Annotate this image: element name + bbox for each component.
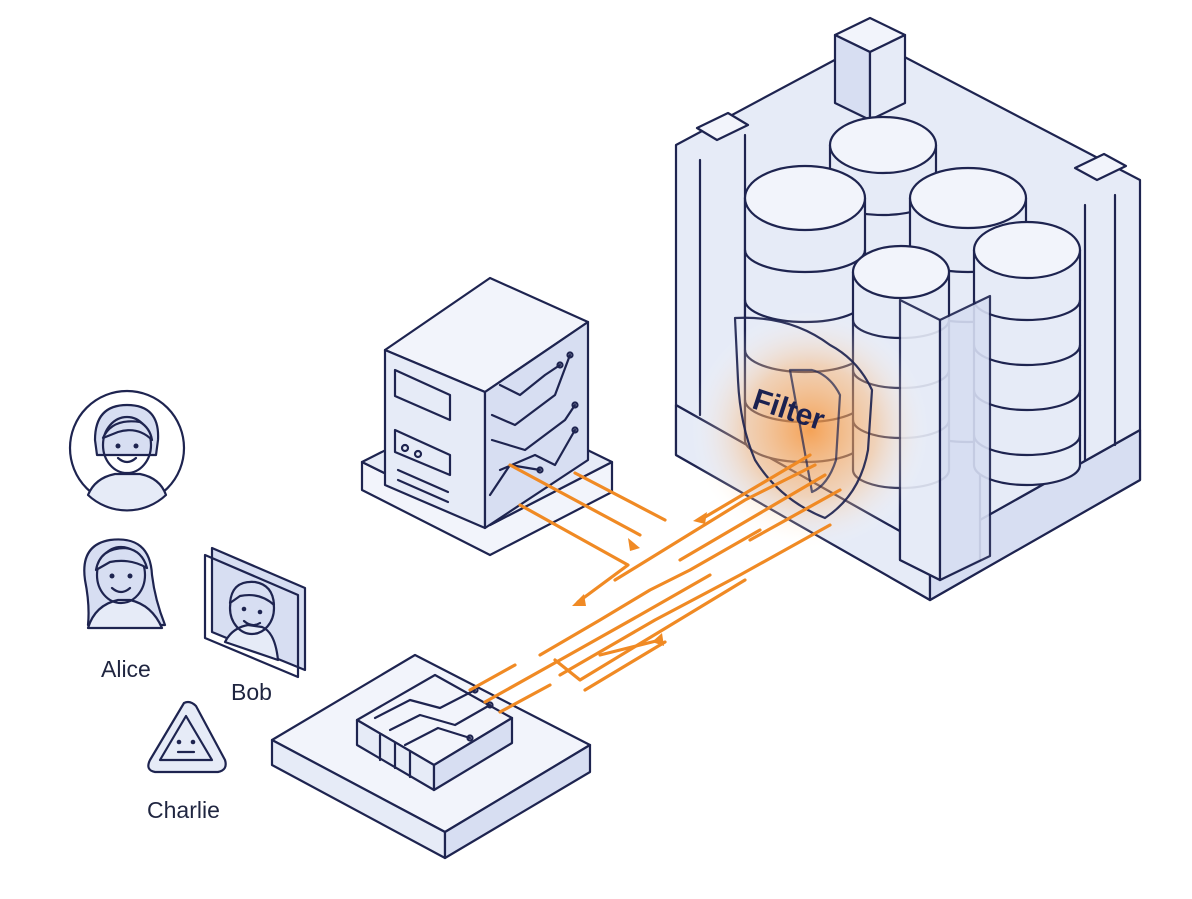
shield-filter-icon: Filter [690, 310, 930, 550]
server-tower-icon [360, 276, 614, 557]
bob-label: Bob [231, 679, 272, 705]
user-avatar-long-hair-icon [83, 538, 167, 630]
user-avatar-card-icon [203, 546, 307, 679]
circuit-chip-icon [270, 653, 592, 860]
warning-triangle-face-icon [147, 700, 227, 774]
user-avatar-circle-icon [68, 389, 186, 512]
data-flow-lines [468, 453, 842, 714]
charlie-label: Charlie [147, 797, 220, 823]
alice-label: Alice [101, 656, 151, 682]
